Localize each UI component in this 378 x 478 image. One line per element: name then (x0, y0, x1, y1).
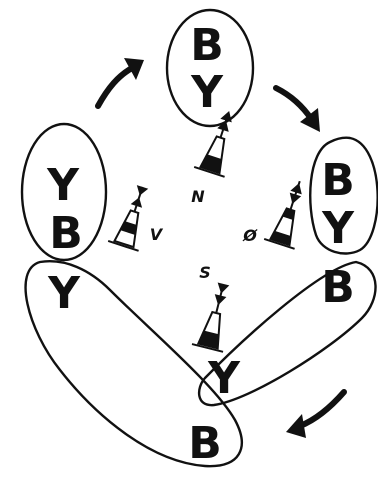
north-letter-top: B (190, 20, 224, 71)
clockwise-arrow-icon (273, 85, 320, 132)
east-direction-label: Ø (242, 226, 258, 245)
south-direction-label: S (199, 263, 211, 282)
east-letter-middle: Y (321, 203, 355, 254)
cardinal-buoy-icon (191, 282, 230, 353)
southwest-loop (24, 260, 243, 468)
clockwise-arrow-icon (286, 389, 347, 438)
west-loop (20, 122, 108, 262)
east-letter-top: B (321, 155, 355, 206)
south-letter-bottom: B (188, 418, 222, 469)
east-letter-bottom: B (321, 262, 355, 313)
west-letter-middle: B (49, 208, 83, 259)
clockwise-arrow-icon (95, 58, 144, 109)
cardinal-buoy-icon (107, 185, 149, 252)
north-loop (165, 8, 255, 128)
west-letter-bottom: Y (47, 268, 81, 319)
cardinal-buoy-icon (193, 111, 232, 178)
north-direction-label: N (191, 187, 205, 206)
south-letter-top: Y (207, 353, 241, 404)
west-letter-top: Y (46, 160, 80, 211)
east-lower-loop (197, 260, 377, 407)
cardinal-buoy-icon (263, 180, 302, 250)
west-direction-label: V (150, 225, 164, 244)
north-letter-bottom: Y (190, 67, 224, 118)
